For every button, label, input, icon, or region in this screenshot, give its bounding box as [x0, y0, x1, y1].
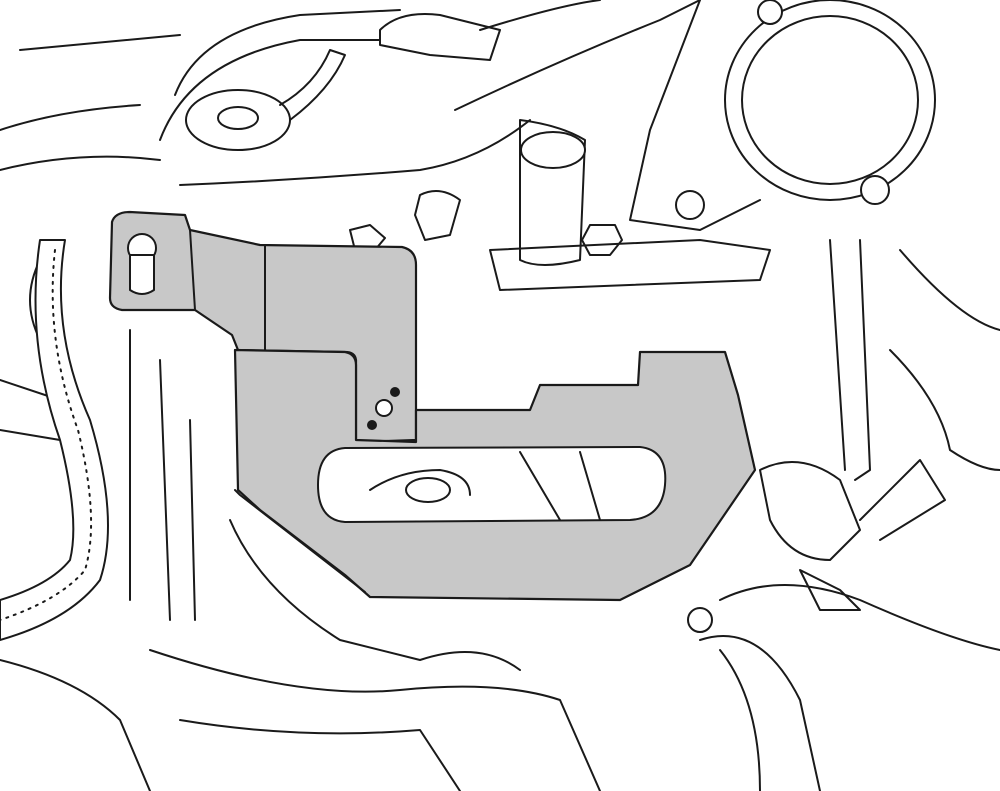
corrugated-harness: [0, 239, 109, 641]
holding-tool-bracket: [108, 210, 757, 602]
bracket-slot: [317, 446, 667, 523]
housing-circle: [724, 0, 936, 201]
